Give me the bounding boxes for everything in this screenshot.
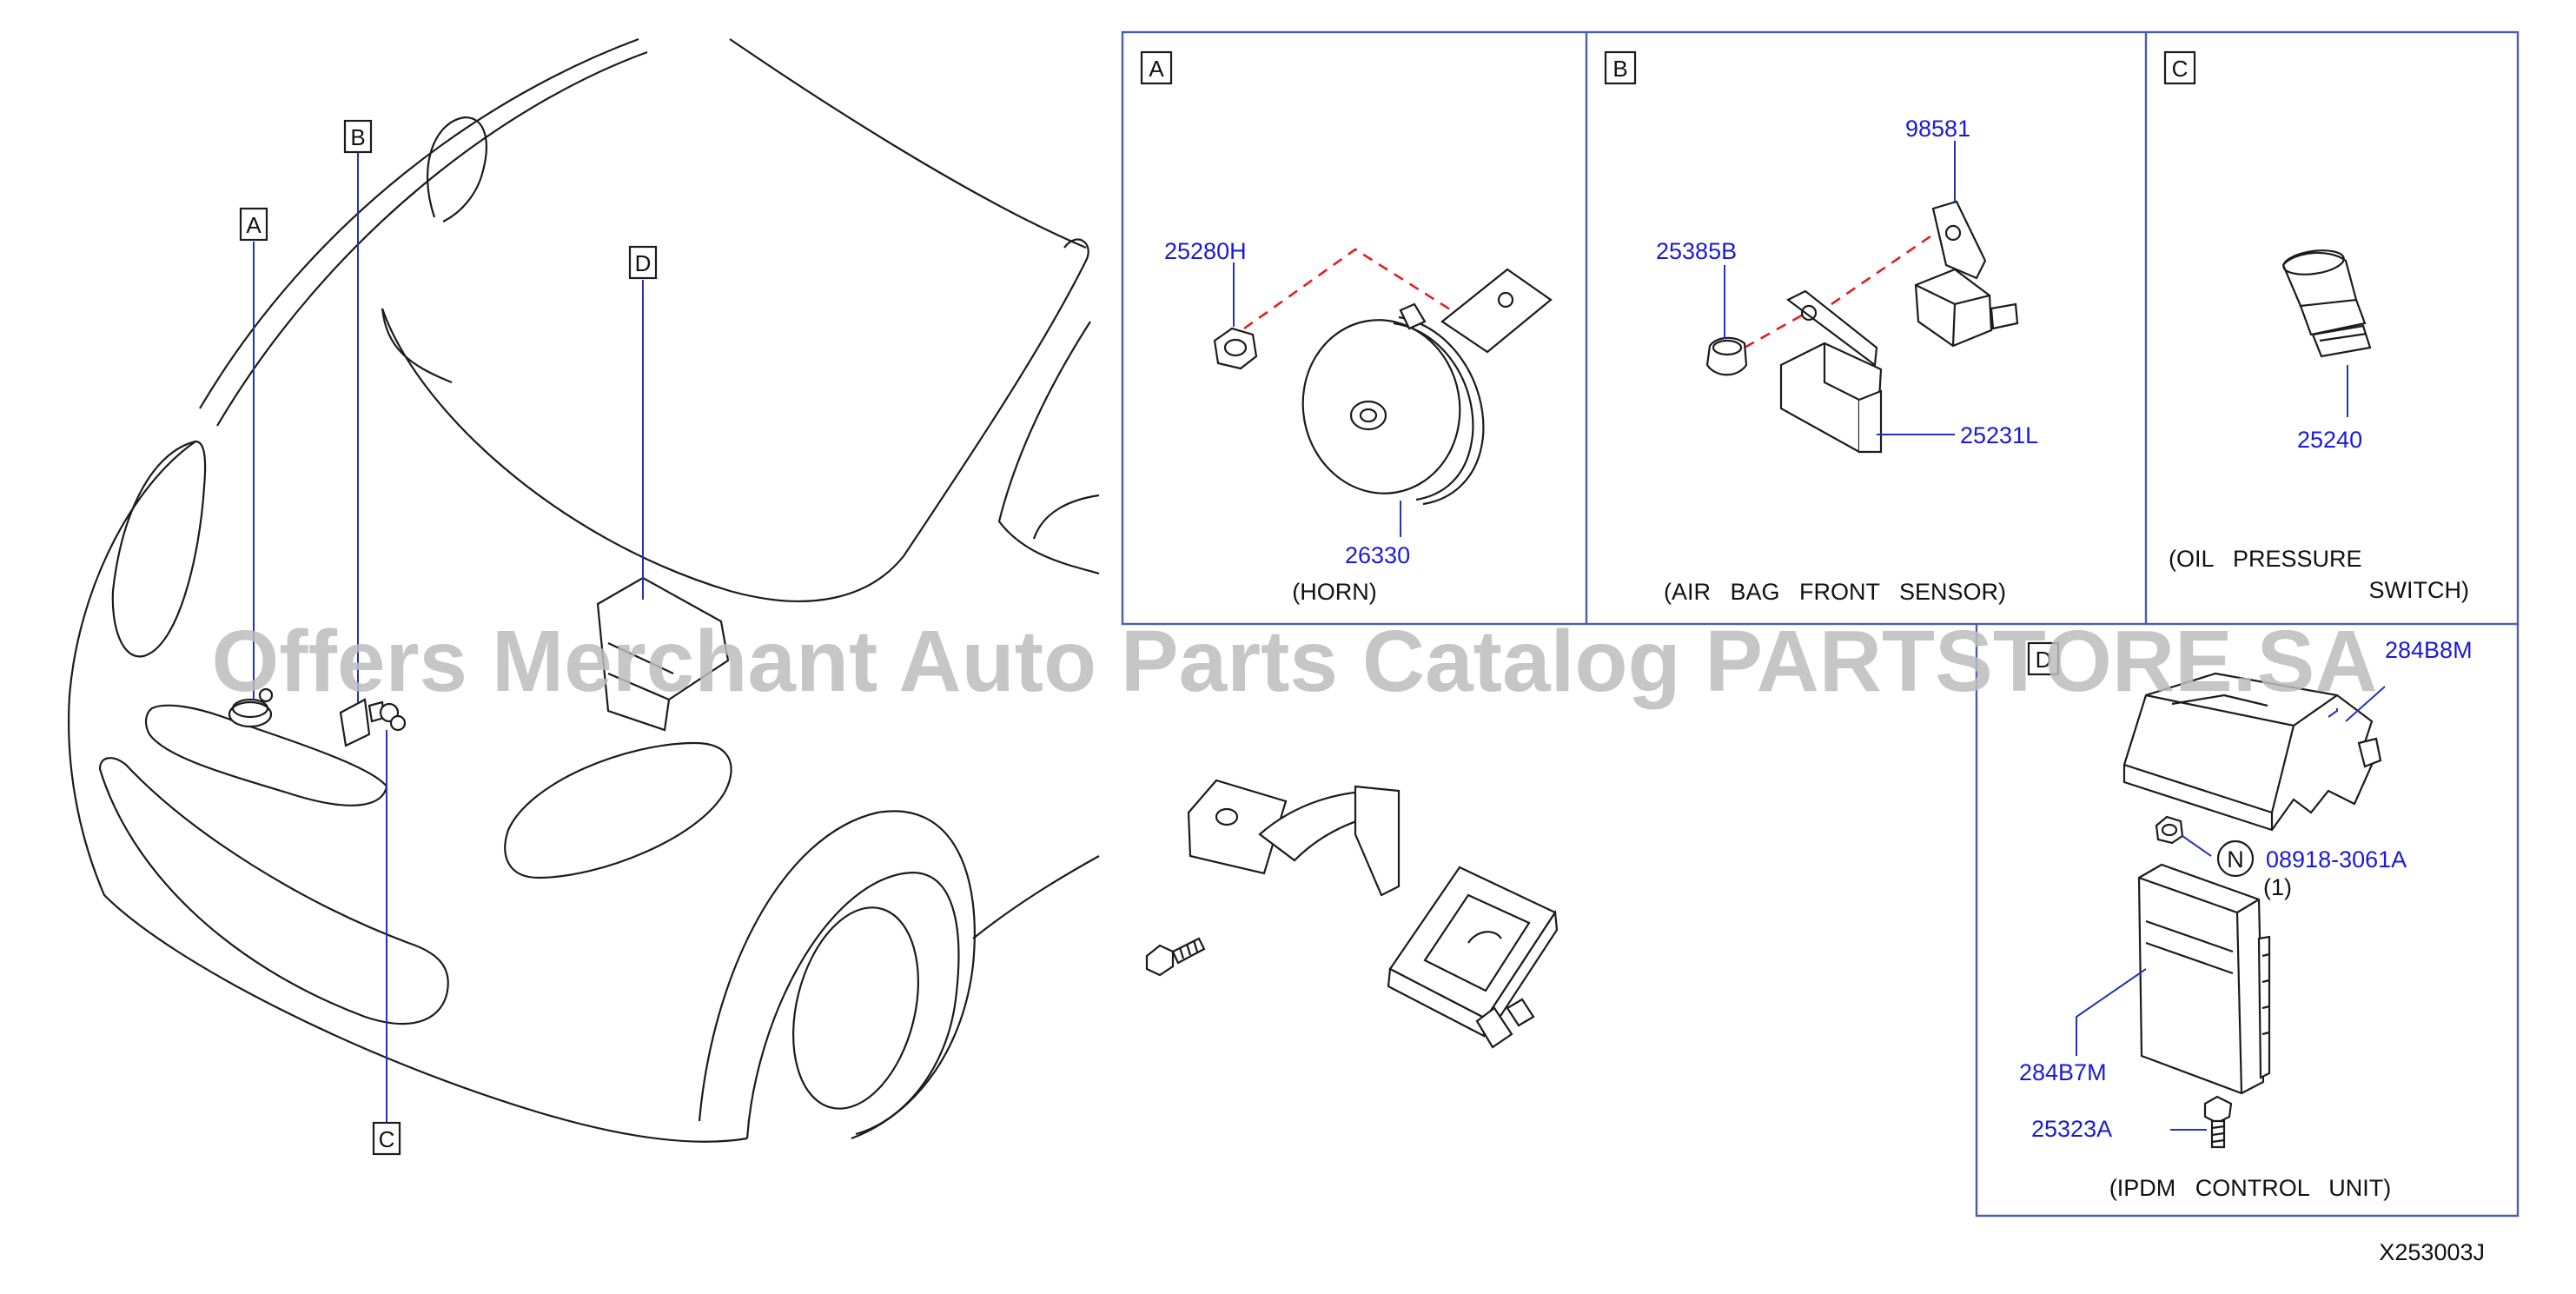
nut-symbol: N (2227, 846, 2244, 873)
part-number-25385B: 25385B (1656, 238, 1737, 264)
overview-callout-d: D (628, 245, 658, 280)
svg-text:B: B (350, 124, 365, 150)
panel-c-letter: C (2172, 56, 2189, 82)
loose-bolt (1145, 937, 1206, 977)
panel-b-letter-box (1604, 50, 1637, 85)
panel-horn: A 25280H 26330 (HORN) (1140, 50, 1553, 605)
panel-a-letter-box (1140, 50, 1173, 85)
part-number-284B7M: 284B7M (2019, 1059, 2107, 1085)
car-overview-illustration (67, 37, 1100, 1143)
part-number-284B8M: 284B8M (2385, 637, 2473, 663)
part-number-98581: 98581 (1905, 116, 1970, 142)
part-number-25280H: 25280H (1164, 238, 1247, 264)
figure-id: X253003J (2379, 1239, 2485, 1265)
panel-d-letter: D (2036, 647, 2052, 673)
part-number-25323A: 25323A (2031, 1116, 2112, 1142)
loose-bracket (1187, 779, 1401, 897)
panel-ipdm-control-unit: D N 08918-3061A (1) 284B8M 284B7M 25323A (2019, 637, 2473, 1201)
panel-oil-pressure-switch: C 25240 (OIL PRESSURE SWITCH) (2163, 50, 2469, 603)
part-number-25240: 25240 (2297, 427, 2362, 453)
panel-d-caption: (IPDM CONTROL UNIT) (2109, 1175, 2392, 1201)
panel-a-caption: (HORN) (1292, 579, 1376, 605)
panel-airbag-sensor: B 98581 25385B 25231L (AIR BAG FRONT SEN… (1604, 50, 2038, 605)
loose-relay (1387, 866, 1559, 1049)
panel-b-caption: (AIR BAG FRONT SENSOR) (1664, 579, 2006, 605)
panel-a-letter: A (1149, 56, 1164, 82)
panel-c-caption-line2: SWITCH) (2369, 577, 2469, 603)
svg-text:A: A (246, 212, 262, 238)
svg-text:C: C (379, 1126, 395, 1152)
car-horn-mini (228, 687, 274, 728)
part-number-26330: 26330 (1345, 542, 1410, 568)
part-number-25231L: 25231L (1960, 422, 2038, 448)
panel-c-caption-line1: (OIL PRESSURE (2169, 546, 2362, 572)
panel-c-letter-box (2163, 50, 2196, 85)
overview-callout-a: A (239, 207, 268, 242)
svg-text:D: D (635, 250, 652, 276)
nut-quantity: (1) (2263, 874, 2292, 900)
part-number-08918-3061A: 08918-3061A (2266, 846, 2407, 873)
panel-d-letter-box (2027, 641, 2060, 676)
car-ipdm-mini (596, 576, 730, 732)
overview-callout-c: C (372, 1121, 401, 1156)
panel-frames (1121, 30, 2520, 1218)
watermark: Offers Merchant Auto Parts Catalog PARTS… (212, 613, 2378, 710)
overview-callout-b: B (343, 119, 373, 154)
panel-b-letter: B (1612, 56, 1627, 82)
car-sensor-mini (339, 698, 407, 747)
nut-symbol-circle (2216, 839, 2255, 878)
